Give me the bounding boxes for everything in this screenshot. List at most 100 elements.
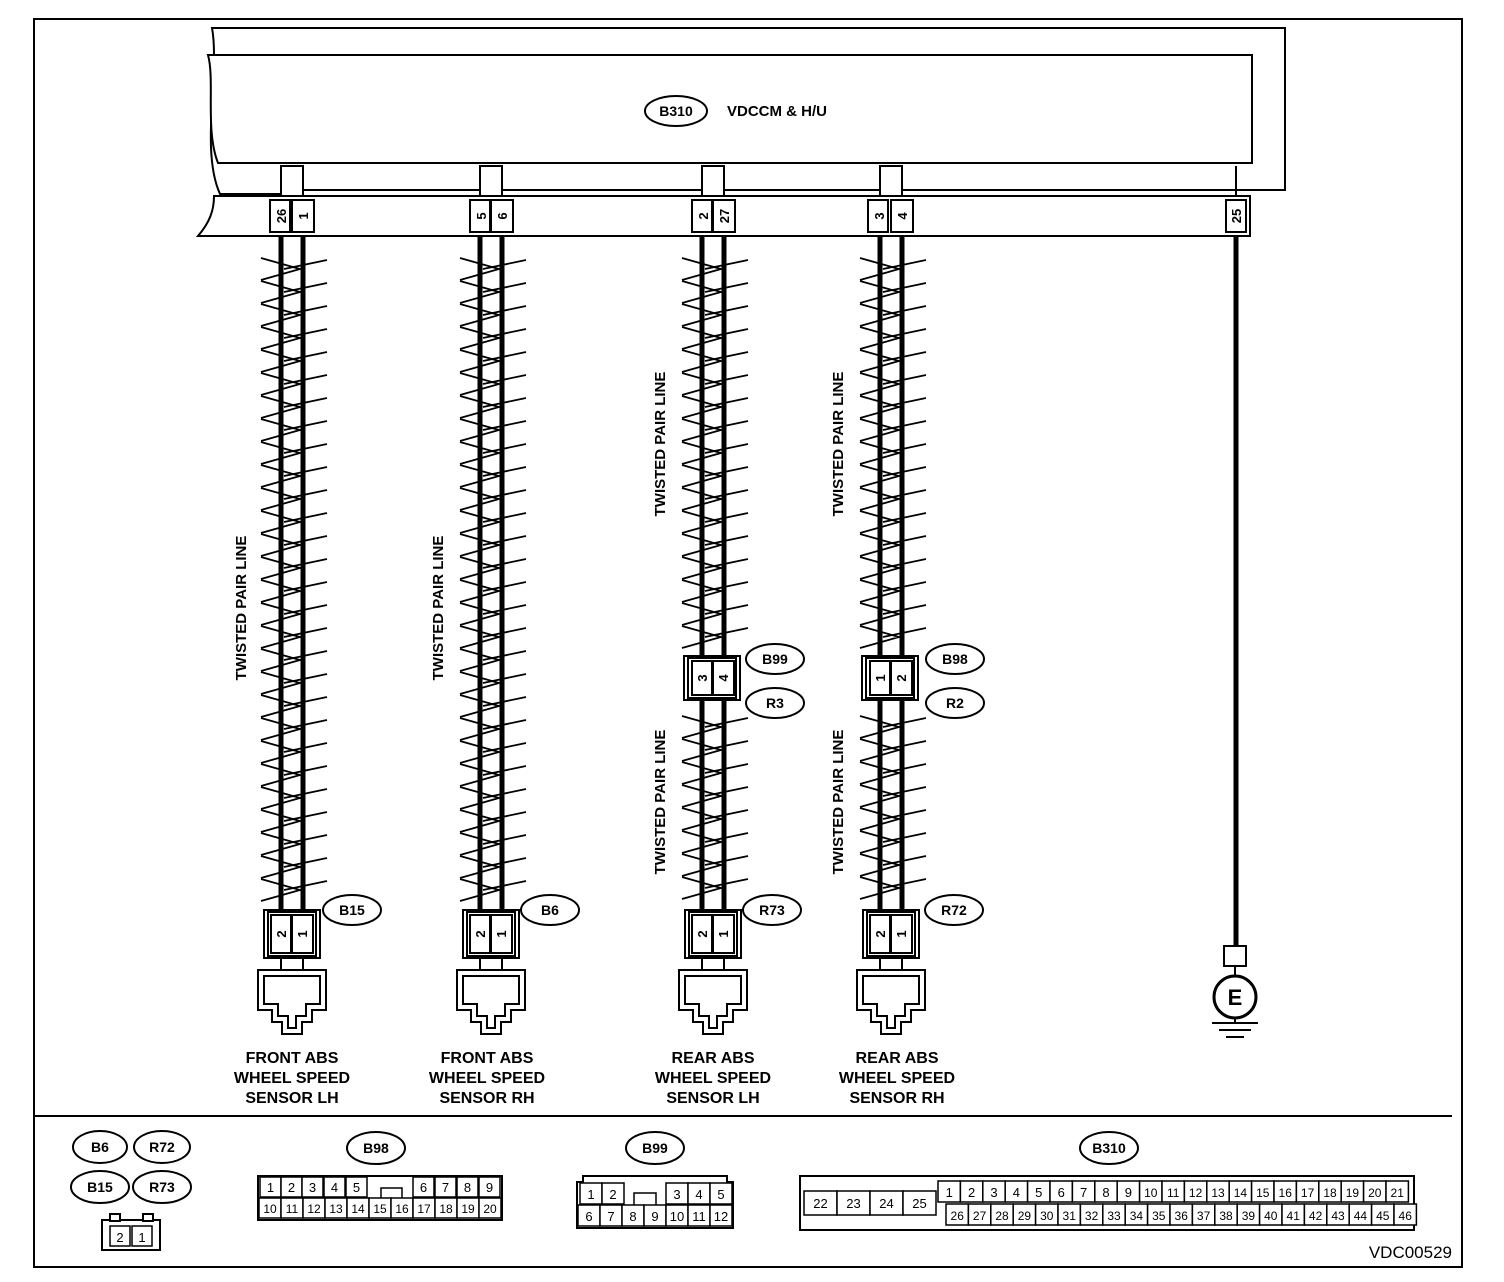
pin-label: 41 <box>1287 1209 1301 1223</box>
pin-label: 11 <box>286 1202 299 1216</box>
connector-tag: B310 <box>1092 1140 1126 1156</box>
twist-zigzag <box>681 715 749 900</box>
pin-label: 27 <box>717 209 732 223</box>
pin-label: 7 <box>442 1180 449 1195</box>
pin-label: 1 <box>296 212 311 219</box>
pin-label: 20 <box>483 1202 497 1216</box>
pin-label: 46 <box>1399 1209 1413 1223</box>
sensor-rear-rh: 2 1 R72 REAR ABS WHEEL SPEED SENSOR RH <box>839 894 984 1107</box>
intermediate-connector-b98: 1 2 B98 R2 <box>861 643 985 719</box>
pin-label: 25 <box>1229 209 1244 223</box>
twist-zigzag <box>859 257 927 649</box>
pin-label: 40 <box>1264 1209 1278 1223</box>
reference-code: VDC00529 <box>1369 1243 1452 1262</box>
pin-label: 6 <box>420 1180 427 1195</box>
pin-label: 3 <box>872 212 887 219</box>
connector-tag: B99 <box>642 1140 668 1156</box>
pin-label: 9 <box>651 1209 658 1224</box>
pin-label: 3 <box>990 1185 997 1200</box>
pin-label: 28 <box>995 1209 1009 1223</box>
pin-label: 4 <box>716 674 731 682</box>
pin-label: 17 <box>417 1202 431 1216</box>
pin-label: 23 <box>846 1196 860 1211</box>
pin-label: 5 <box>717 1187 724 1202</box>
pin-label: 10 <box>263 1202 277 1216</box>
control-unit-name: VDCCM & H/U <box>727 103 827 120</box>
pin-label: 14 <box>1234 1186 1248 1200</box>
twist-zigzag <box>681 257 749 649</box>
pin-label: 26 <box>951 1209 965 1223</box>
pin-label: 17 <box>1301 1186 1315 1200</box>
pin-label: 4 <box>895 212 910 220</box>
pin-label: 12 <box>714 1209 728 1224</box>
pin-label: 18 <box>439 1202 453 1216</box>
pin-label: 1 <box>873 674 888 681</box>
pin-label: 10 <box>670 1209 684 1224</box>
sensor-rear-lh: 2 1 R73 REAR ABS WHEEL SPEED SENSOR LH <box>655 894 802 1107</box>
pin-label: 14 <box>351 1202 365 1216</box>
sensor-caption: WHEEL SPEED <box>234 1070 350 1087</box>
pin-label: 35 <box>1152 1209 1166 1223</box>
pin-label: 44 <box>1354 1209 1368 1223</box>
pin-label: 1 <box>894 930 909 937</box>
pin-label: 42 <box>1309 1209 1323 1223</box>
sensor-front-lh: 2 1 B15 FRONT ABS WHEEL SPEED SENSOR LH <box>234 894 382 1107</box>
pin-label: 38 <box>1219 1209 1233 1223</box>
pin-label: 2 <box>894 674 909 681</box>
sensor-caption: SENSOR LH <box>245 1090 338 1107</box>
sensor-caption: WHEEL SPEED <box>429 1070 545 1087</box>
pin-label: 2 <box>274 930 289 937</box>
sensor-front-rh: 2 1 B6 FRONT ABS WHEEL SPEED SENSOR RH <box>429 894 580 1107</box>
pin-label: 3 <box>309 1180 316 1195</box>
pin-label: 2 <box>288 1180 295 1195</box>
twisted-pair-label: TWISTED PAIR LINE <box>830 372 847 517</box>
control-unit-tag-oval <box>644 95 708 127</box>
connector-tag: R2 <box>946 695 964 711</box>
pin-label: 2 <box>968 1185 975 1200</box>
pin-label: 4 <box>695 1187 702 1202</box>
pin-label: 1 <box>138 1230 145 1245</box>
wires <box>278 236 1239 946</box>
pin-label: 37 <box>1197 1209 1211 1223</box>
pin-label: 5 <box>1035 1185 1042 1200</box>
pin-boxes <box>269 199 1247 233</box>
pin-label: 8 <box>629 1209 636 1224</box>
connector-tag: B15 <box>87 1179 113 1195</box>
pin-label: 21 <box>1391 1186 1405 1200</box>
control-unit-tag: B310 <box>659 103 693 119</box>
connector-tag: B98 <box>363 1140 389 1156</box>
pin-label: 6 <box>585 1209 592 1224</box>
pin-label: 7 <box>607 1209 614 1224</box>
sensor-caption: FRONT ABS <box>441 1050 534 1067</box>
twisted-pair-label: TWISTED PAIR LINE <box>430 536 447 681</box>
twisted-pair-label: TWISTED PAIR LINE <box>830 730 847 875</box>
connector-tag: R73 <box>759 902 785 918</box>
pin-label: 43 <box>1331 1209 1345 1223</box>
pin-label: 16 <box>1279 1186 1293 1200</box>
pin-label: 45 <box>1376 1209 1390 1223</box>
twist-zigzags <box>260 257 927 902</box>
pin-label: 36 <box>1175 1209 1189 1223</box>
pin-label: 4 <box>331 1180 338 1195</box>
pin-label: 13 <box>1211 1186 1225 1200</box>
pin-label: 18 <box>1323 1186 1337 1200</box>
pin-label: 15 <box>1256 1186 1270 1200</box>
connector-tag: B15 <box>339 902 365 918</box>
connector-tag: R3 <box>766 695 784 711</box>
pin-label: 1 <box>494 930 509 937</box>
ground-symbol: E <box>1212 945 1258 1038</box>
pin-label: 24 <box>879 1196 893 1211</box>
pin-label: 25 <box>912 1196 926 1211</box>
pin-label: 2 <box>695 930 710 937</box>
intermediate-connector-b99: 3 4 B99 R3 <box>683 643 805 719</box>
pin-label: 2 <box>609 1187 616 1202</box>
twisted-pair-label: TWISTED PAIR LINE <box>233 536 250 681</box>
pin-label: 10 <box>1144 1186 1158 1200</box>
twist-zigzag <box>859 715 927 900</box>
sensor-caption: SENSOR RH <box>439 1090 534 1107</box>
sensor-caption: REAR ABS <box>856 1050 939 1067</box>
pin-label: 16 <box>395 1202 409 1216</box>
